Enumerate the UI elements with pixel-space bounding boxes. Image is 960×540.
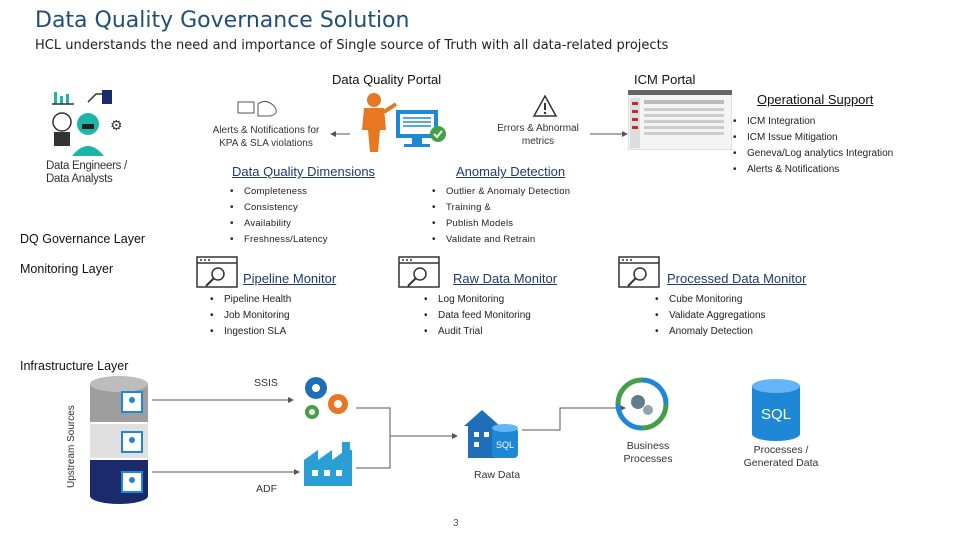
list-item: Ingestion SLA <box>210 324 390 340</box>
list-item: Log Monitoring <box>424 292 604 308</box>
sql-database-icon: SQL <box>752 379 800 441</box>
list-item: Validate Aggregations <box>655 308 835 324</box>
raw-data-label: Raw Data <box>474 469 521 481</box>
flow-arrows <box>152 397 458 475</box>
list-item: Consistency <box>230 200 400 216</box>
svg-text:⚙: ⚙ <box>110 118 123 134</box>
list-item: Publish Models <box>432 216 612 232</box>
processed-data-monitor-title: Processed Data Monitor <box>667 271 807 286</box>
processed-data-monitor-list: Cube Monitoring Validate Aggregations An… <box>655 292 835 340</box>
chat-bubbles-icon <box>237 100 277 117</box>
alerts-label: Alerts & Notifications for KPA & SLA vio… <box>212 125 320 149</box>
data-engineer-icon: ⚙ <box>52 90 123 156</box>
errors-label: Errors & Abnormal metrics <box>497 123 579 147</box>
list-item: Cube Monitoring <box>655 292 835 308</box>
list-item: Geneva/Log analytics Integration <box>733 146 933 162</box>
monitoring-layer-label: Monitoring Layer <box>20 262 114 276</box>
pipeline-monitor-title: Pipeline Monitor <box>243 271 337 286</box>
list-item: ICM Issue Mitigation <box>733 130 933 146</box>
pipeline-monitor-icon <box>196 256 238 288</box>
list-item: Data feed Monitoring <box>424 308 604 324</box>
list-item: Alerts & Notifications <box>733 162 933 178</box>
page-title: Data Quality Governance Solution <box>35 8 410 33</box>
ssis-gears-icon <box>305 377 348 419</box>
processed-data-label: Processes / Generated Data <box>743 444 819 469</box>
operational-support-title: Operational Support <box>757 92 874 107</box>
raw-data-monitor-list: Log Monitoring Data feed Monitoring Audi… <box>424 292 604 340</box>
list-item: Job Monitoring <box>210 308 390 324</box>
adf-factory-icon <box>304 442 352 486</box>
page-number: 3 <box>453 518 459 529</box>
icm-support-list: ICM Integration ICM Issue Mitigation Gen… <box>733 114 933 178</box>
pipeline-monitor-list: Pipeline Health Job Monitoring Ingestion… <box>210 292 390 340</box>
raw-to-business-arrow <box>522 405 626 431</box>
alert-arrows <box>330 131 628 137</box>
sql-badge: SQL <box>761 406 791 423</box>
list-item: Freshness/Latency <box>230 232 400 248</box>
dq-governance-layer-label: DQ Governance Layer <box>20 232 146 246</box>
list-item: Training & <box>432 200 612 216</box>
anomaly-detection-title: Anomaly Detection <box>456 164 566 179</box>
raw-sql-badge: SQL <box>496 440 514 450</box>
list-item: Pipeline Health <box>210 292 390 308</box>
dq-dimensions-title: Data Quality Dimensions <box>232 164 376 179</box>
list-item: Availability <box>230 216 400 232</box>
upstream-database-icon <box>90 376 148 504</box>
business-process-cycle-icon <box>615 377 669 431</box>
raw-data-monitor-title: Raw Data Monitor <box>453 271 558 286</box>
business-processes-label: Business Processes <box>623 440 673 465</box>
dq-dimensions-list: Completeness Consistency Availability Fr… <box>230 184 400 248</box>
presenter-monitor-icon <box>362 93 446 152</box>
list-item: Anomaly Detection <box>655 324 835 340</box>
list-item: Outlier & Anomaly Detection <box>432 184 612 200</box>
list-item: Audit Trial <box>424 324 604 340</box>
dq-portal-title: Data Quality Portal <box>332 72 442 87</box>
icm-portal-title: ICM Portal <box>634 72 696 87</box>
persona-label: Data Engineers / Data Analysts <box>46 160 127 185</box>
warning-icon <box>532 94 558 117</box>
raw-data-sql-icon: SQL <box>464 410 518 458</box>
upstream-sources-label: Upstream Sources <box>66 405 77 488</box>
infrastructure-layer-label: Infrastructure Layer <box>20 359 129 373</box>
raw-data-monitor-icon <box>398 256 440 288</box>
adf-label: ADF <box>256 483 277 495</box>
list-item: ICM Integration <box>733 114 933 130</box>
ssis-label: SSIS <box>254 377 278 389</box>
processed-data-monitor-icon <box>618 256 660 288</box>
page-subtitle: HCL understands the need and importance … <box>35 38 669 53</box>
anomaly-detection-list: Outlier & Anomaly Detection Training & P… <box>432 184 612 248</box>
list-item: Validate and Retrain <box>432 232 612 248</box>
icm-portal-screenshot <box>628 90 732 150</box>
list-item: Completeness <box>230 184 400 200</box>
